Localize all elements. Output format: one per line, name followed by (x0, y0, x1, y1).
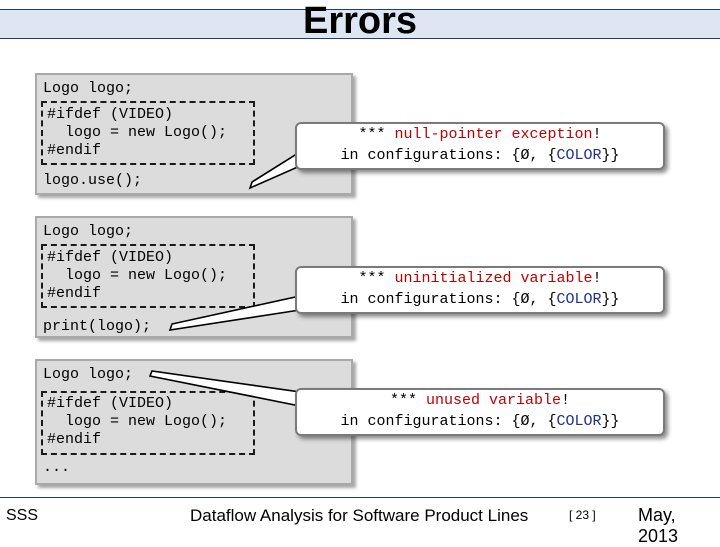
config-suffix-3: }} (601, 413, 620, 430)
footer-center: Dataflow Analysis for Software Product L… (190, 506, 529, 525)
error-prefix-3: *** (389, 392, 426, 409)
code-tail-1: logo.use(); (43, 172, 143, 189)
config-prefix-1: in configurations: {Ø, { (340, 147, 557, 164)
ifdef-line-1c: #endif (47, 142, 102, 159)
code-decl-2: Logo logo; (43, 223, 134, 240)
code-tail-2: print(logo); (43, 318, 152, 335)
error-prefix-1: *** (358, 126, 395, 143)
config-feature-2: COLOR (556, 291, 602, 308)
error-suffix-3: ! (561, 392, 571, 409)
ifdef-line-3c: #endif (47, 431, 102, 448)
footer-date: May, 2013 (638, 505, 679, 546)
code-tail-3: ... (43, 459, 71, 476)
error-line-1: *** null-pointer exception! (297, 126, 663, 144)
error-suffix-2: ! (592, 270, 602, 287)
error-callout-2: *** uninitialized variable! in configura… (295, 266, 665, 314)
error-text-3: unused variable (425, 392, 562, 409)
code-decl-3: Logo logo; (43, 366, 134, 383)
error-text-1: null-pointer exception (394, 126, 593, 143)
ifdef-line-1a: #ifdef (VIDEO) (47, 106, 174, 123)
error-line-3: *** unused variable! (297, 392, 663, 410)
error-suffix-1: ! (592, 126, 602, 143)
ifdef-region-1 (41, 101, 255, 165)
config-line-2: in configurations: {Ø, {COLOR}} (297, 291, 663, 309)
ifdef-region-2 (41, 244, 255, 308)
config-feature-3: COLOR (556, 413, 602, 430)
ifdef-line-2a: #ifdef (VIDEO) (47, 249, 174, 266)
footer-left: SSS (6, 507, 39, 524)
config-line-1: in configurations: {Ø, {COLOR}} (297, 147, 663, 165)
error-text-2: uninitialized variable (394, 270, 593, 287)
ifdef-line-2c: #endif (47, 285, 102, 302)
error-callout-1: *** null-pointer exception! in configura… (295, 122, 665, 170)
error-callout-3: *** unused variable! in configurations: … (295, 388, 665, 436)
config-feature-1: COLOR (556, 147, 602, 164)
config-prefix-3: in configurations: {Ø, { (340, 413, 557, 430)
code-decl-1: Logo logo; (43, 80, 134, 97)
ifdef-line-3b: logo = new Logo(); (47, 413, 228, 430)
ifdef-line-3a: #ifdef (VIDEO) (47, 395, 174, 412)
ifdef-line-1b: logo = new Logo(); (47, 124, 228, 141)
ifdef-region-3 (41, 391, 255, 455)
error-line-2: *** uninitialized variable! (297, 270, 663, 288)
footer-rule (0, 497, 720, 498)
error-prefix-2: *** (358, 270, 395, 287)
config-prefix-2: in configurations: {Ø, { (340, 291, 557, 308)
footer-page-number: [ 23 ] (569, 508, 596, 522)
config-line-3: in configurations: {Ø, {COLOR}} (297, 413, 663, 431)
slide-title: Errors (302, 0, 418, 42)
config-suffix-1: }} (601, 147, 620, 164)
ifdef-line-2b: logo = new Logo(); (47, 267, 228, 284)
title-band (0, 9, 720, 39)
config-suffix-2: }} (601, 291, 620, 308)
